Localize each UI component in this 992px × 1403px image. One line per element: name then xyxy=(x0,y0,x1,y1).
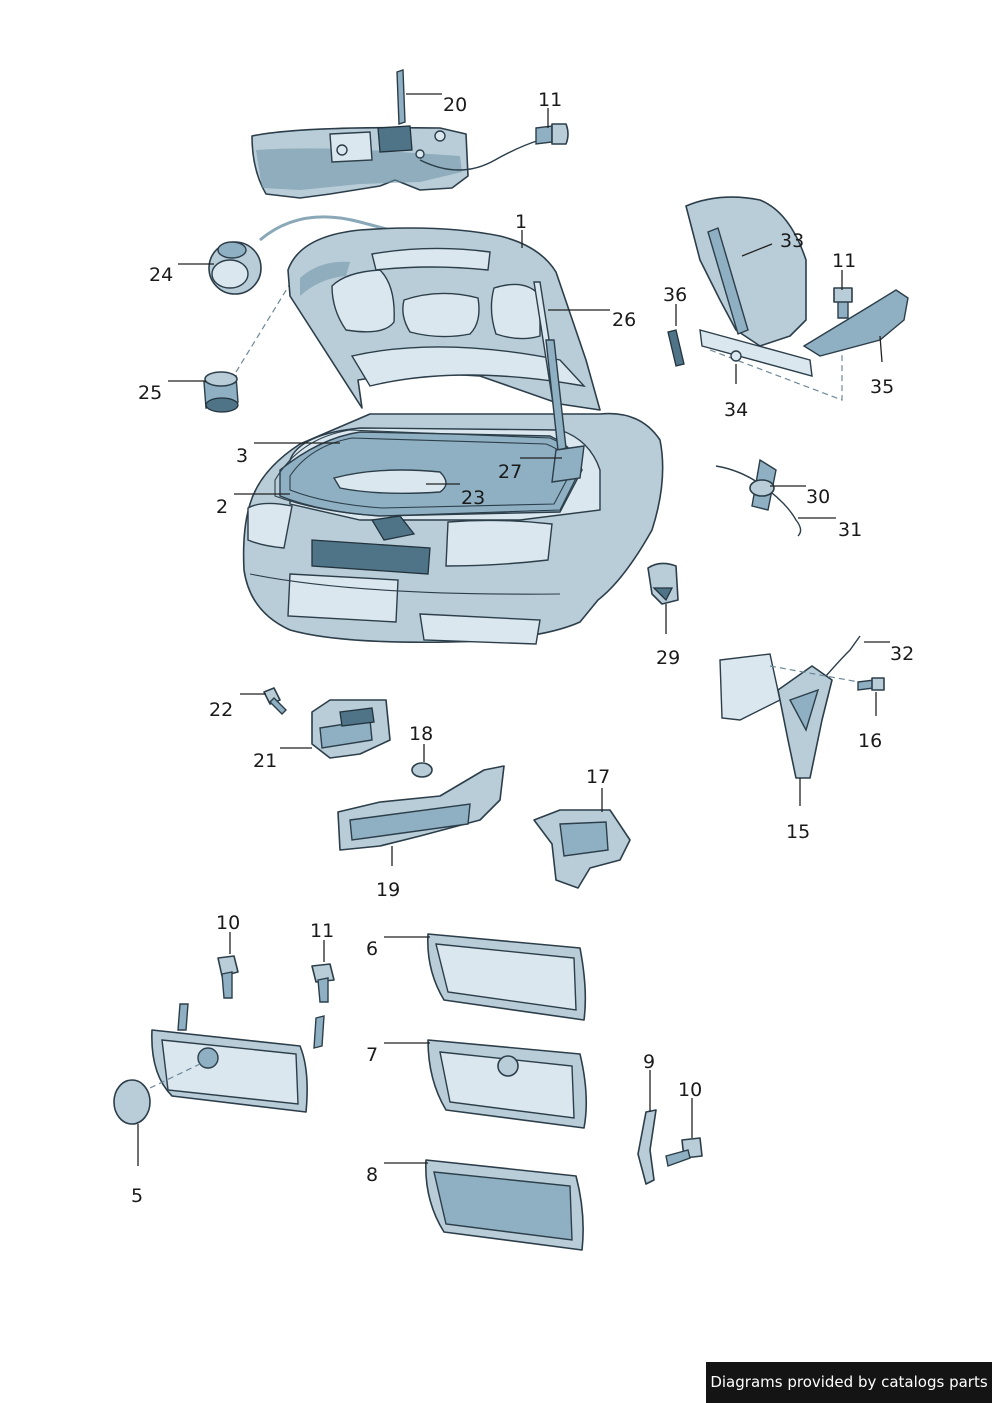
part-8-grille-insert xyxy=(425,1159,584,1251)
callout-27: 27 xyxy=(498,461,522,483)
callout-1: 1 xyxy=(515,211,527,233)
callout-35: 35 xyxy=(870,376,894,398)
part-7-grille-seal xyxy=(427,1039,588,1129)
callout-22: 22 xyxy=(209,699,233,721)
callout-32: 32 xyxy=(890,643,914,665)
callout-7: 7 xyxy=(366,1044,378,1066)
part-1-bonnet-assembly xyxy=(242,227,664,645)
callout-24: 24 xyxy=(149,264,173,286)
leader-lines xyxy=(137,93,890,1166)
part-10-bolt-left xyxy=(217,955,239,999)
callout-6: 6 xyxy=(366,938,378,960)
part-17-bracket xyxy=(533,809,631,889)
callout-11-grille: 11 xyxy=(310,920,334,942)
callout-30: 30 xyxy=(806,486,830,508)
part-16-screw xyxy=(857,677,885,691)
part-21-lock xyxy=(311,699,391,759)
part-15-release-handle xyxy=(719,635,871,779)
callout-2: 2 xyxy=(216,496,228,518)
part-27-bracket xyxy=(551,445,585,483)
part-35-hinge-bracket xyxy=(802,289,909,357)
part-5-cap xyxy=(113,1079,151,1125)
callout-19: 19 xyxy=(376,879,400,901)
part-29-clip xyxy=(647,562,679,605)
callout-11-top: 11 xyxy=(538,89,562,111)
callout-25: 25 xyxy=(138,382,162,404)
part-11-bolt-hinge xyxy=(833,287,853,319)
part-6-grille-frame xyxy=(427,933,587,1021)
callout-15: 15 xyxy=(786,821,810,843)
callout-17: 17 xyxy=(586,766,610,788)
callout-11-hinge: 11 xyxy=(832,250,856,272)
part-24-grommet xyxy=(208,241,262,295)
part-20-lock-panel xyxy=(251,69,541,199)
callout-20: 20 xyxy=(443,94,467,116)
callout-26: 26 xyxy=(612,309,636,331)
callout-23: 23 xyxy=(461,487,485,509)
callout-33: 33 xyxy=(780,230,804,252)
credit-badge: Diagrams provided by catalogs parts xyxy=(706,1362,992,1403)
part-33-hinge-detail xyxy=(667,196,843,401)
callout-16: 16 xyxy=(858,730,882,752)
part-11-bolt-top xyxy=(535,123,569,145)
callout-8: 8 xyxy=(366,1164,378,1186)
callout-36: 36 xyxy=(663,284,687,306)
credit-text: Diagrams provided by catalogs parts xyxy=(710,1373,988,1391)
callout-18: 18 xyxy=(409,723,433,745)
callout-29: 29 xyxy=(656,647,680,669)
callout-10-left: 10 xyxy=(216,912,240,934)
radiator-grille xyxy=(149,1003,325,1113)
part-22-bolt xyxy=(263,687,287,715)
callout-31: 31 xyxy=(838,519,862,541)
callout-5: 5 xyxy=(131,1185,143,1207)
callout-labels: 20 11 1 24 25 26 3 27 2 23 33 11 36 34 3… xyxy=(131,89,914,1207)
callout-10-right: 10 xyxy=(678,1079,702,1101)
part-18-rubber-stop xyxy=(411,762,433,778)
part-9-strip xyxy=(637,1109,657,1185)
part-30-cable-grommet xyxy=(715,458,802,537)
callout-9: 9 xyxy=(643,1051,655,1073)
part-25-buffer xyxy=(203,371,239,413)
callout-21: 21 xyxy=(253,750,277,772)
callout-3: 3 xyxy=(236,445,248,467)
callout-34: 34 xyxy=(724,399,748,421)
part-11-bolt-grille xyxy=(311,963,335,1003)
part-19-bracket xyxy=(337,765,505,851)
part-10-bolt-right xyxy=(665,1137,703,1167)
